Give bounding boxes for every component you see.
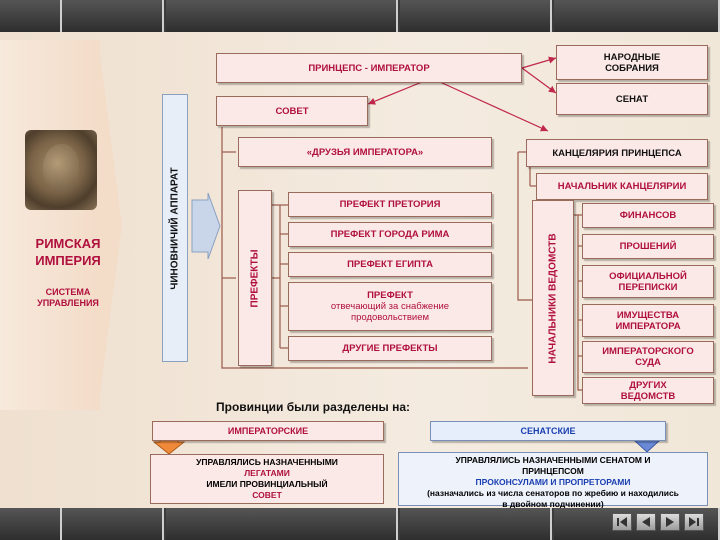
bottom-bar-segment [0,508,62,540]
nav-next-button[interactable] [660,513,680,531]
left-panel [0,40,100,410]
nav-last-button[interactable] [684,513,704,531]
chancellery-head-box: НАЧАЛЬНИК КАНЦЕЛЯРИИ [536,173,708,200]
last-icon [689,517,699,527]
top-bar-segment [166,0,398,32]
provinces-heading: Провинции были разделены на: [216,400,411,414]
left-panel-arrow [98,40,122,410]
bottom-bar-segment [62,508,164,540]
bureaucracy-label: ЧИНОВНИЧИЙ АППАРАТ [169,166,181,290]
finance-dept-box: ФИНАНСОВ [582,203,714,228]
top-bar-segment [554,0,720,32]
next-icon [666,517,674,527]
top-bar [0,0,720,32]
department-heads-label: НАЧАЛЬНИКИ ВЕДОМСТВ [547,232,559,364]
prefects-group: ПРЕФЕКТЫ [238,190,272,366]
chancellery-box: КАНЦЕЛЯРИЯ ПРИНЦЕПСА [526,139,708,167]
top-bar-segment [62,0,164,32]
friends-box: «ДРУЗЬЯ ИМПЕРАТОРА» [238,137,492,167]
senatorial-provinces-note: УПРАВЛЯЛИСЬ НАЗНАЧЕННЫМИ СЕНАТОМ И ПРИНЦ… [398,452,708,509]
department-heads-group: НАЧАЛЬНИКИ ВЕДОМСТВ [532,200,574,396]
petitions-dept-box: ПРОШЕНИЙ [582,234,714,259]
roman-coin-image [25,130,97,210]
imperial-provinces-box: ИМПЕРАТОРСКИЕ [152,421,384,441]
bottom-bar-segment [400,508,552,540]
bottom-bar [0,508,720,540]
bureaucracy-bar: ЧИНОВНИЧИЙ АППАРАТ [162,94,188,362]
top-bar-segment [400,0,552,32]
princeps-box: ПРИНЦЕПС - ИМПЕРАТОР [216,53,522,83]
imperial-provinces-note: УПРАВЛЯЛИСЬ НАЗНАЧЕННЫМИ ЛЕГАТАМИ ИМЕЛИ … [150,454,384,504]
senatorial-provinces-box: СЕНАТСКИЕ [430,421,666,441]
egypt-prefect-box: ПРЕФЕКТ ЕГИПТА [288,252,492,277]
first-icon [617,517,627,527]
top-bar-segment [0,0,62,32]
praetorian-prefect-box: ПРЕФЕКТ ПРЕТОРИЯ [288,192,492,217]
bottom-bar-segment [166,508,398,540]
nav-first-button[interactable] [612,513,632,531]
nav-prev-button[interactable] [636,513,656,531]
senate-box: СЕНАТ [556,83,708,115]
previous-icon [642,517,650,527]
city-prefect-box: ПРЕФЕКТ ГОРОДА РИМА [288,222,492,247]
other-prefects-box: ДРУГИЕ ПРЕФЕКТЫ [288,336,492,361]
council-box: СОВЕТ [216,96,368,126]
prefects-label: ПРЕФЕКТЫ [249,249,261,307]
